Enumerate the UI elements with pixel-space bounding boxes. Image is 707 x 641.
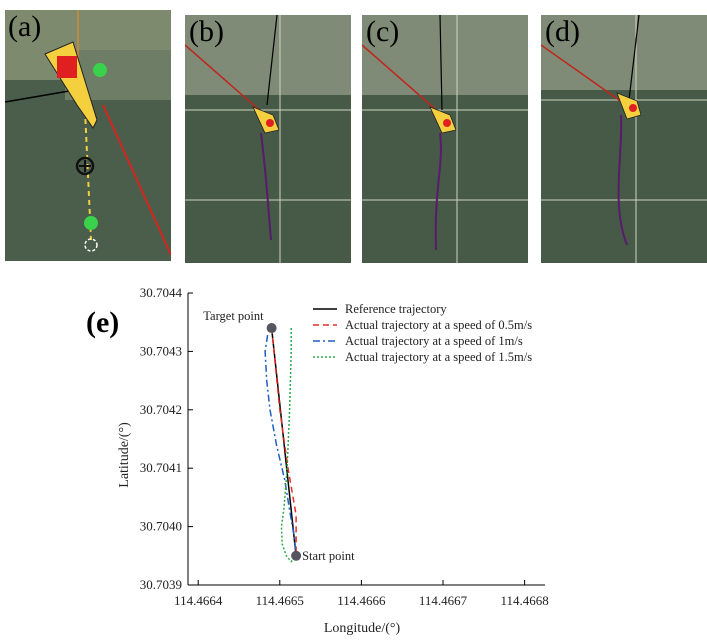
reference-line	[266, 15, 278, 106]
x-tick-label: 114.4665	[256, 593, 304, 608]
x-tick-label: 114.4667	[419, 593, 468, 608]
target-point-marker	[266, 323, 277, 334]
target-pin-icon	[84, 216, 98, 230]
panel-d-image	[541, 15, 707, 263]
x-axis-label: Longitude/(°)	[324, 621, 401, 636]
red-line	[185, 44, 266, 116]
reference-line	[5, 89, 76, 103]
legend-label-3: Actual trajectory at a speed of 1.5m/s	[345, 350, 532, 364]
crosshair-icon	[75, 156, 95, 176]
reference-line	[439, 15, 443, 111]
series-line-3	[280, 328, 297, 563]
series-line-2	[264, 334, 297, 556]
panel-d: (d)	[541, 15, 707, 263]
x-tick-label: 114.4664	[174, 593, 223, 608]
panel-c-image	[362, 15, 528, 263]
series-line-1	[270, 327, 297, 556]
waypoint-pin-icon	[93, 63, 107, 77]
y-tick-label: 30.7040	[140, 519, 182, 534]
panel-label-c: (c)	[366, 15, 400, 48]
boat-icon	[252, 106, 280, 134]
panel-label-a: (a)	[8, 10, 42, 43]
legend-label-2: Actual trajectory at a speed of 1m/s	[345, 334, 523, 348]
trajectory-path	[260, 132, 272, 241]
panel-label-e: (e)	[86, 306, 119, 339]
y-tick-label: 30.7039	[140, 577, 182, 592]
start-point-label: Start point	[302, 549, 355, 563]
target-circle-icon	[84, 238, 98, 252]
boat-cabin-icon	[57, 56, 77, 78]
y-tick-label: 30.7041	[140, 460, 182, 475]
y-tick-label: 30.7042	[140, 402, 182, 417]
y-axis-label: Latitude/(°)	[117, 422, 132, 488]
legend-label-1: Actual trajectory at a speed of 0.5m/s	[345, 318, 532, 332]
start-point-marker	[291, 550, 302, 561]
panel-c: (c)	[362, 15, 528, 263]
panel-a-image	[5, 10, 171, 261]
boat-cabin-icon	[629, 104, 637, 112]
reference-line	[628, 15, 640, 101]
plot-area: 114.4664 114.4665 114.4666 114.4667 114.4668…	[140, 285, 549, 608]
red-line	[541, 44, 627, 106]
panel-b: (b)	[185, 15, 351, 263]
y-tick-label: 30.7043	[140, 343, 182, 358]
x-tick-label: 114.4668	[500, 593, 548, 608]
boat-cabin-icon	[443, 119, 451, 127]
y-tick-label: 30.7044	[140, 285, 183, 300]
trajectory-path	[434, 132, 442, 251]
target-point-label: Target point	[203, 309, 264, 323]
panel-label-d: (d)	[545, 15, 580, 48]
legend-label-0: Reference trajectory	[345, 302, 447, 316]
boat-icon	[616, 92, 642, 120]
panel-b-image	[185, 15, 351, 263]
red-line	[362, 44, 443, 116]
x-tick-label: 114.4666	[337, 593, 386, 608]
red-line	[102, 104, 171, 256]
boat-cabin-icon	[266, 119, 274, 127]
trajectory-path	[617, 114, 628, 246]
panel-label-b: (b)	[189, 15, 224, 48]
panel-a: (a)	[5, 10, 171, 261]
boat-icon	[429, 106, 457, 134]
